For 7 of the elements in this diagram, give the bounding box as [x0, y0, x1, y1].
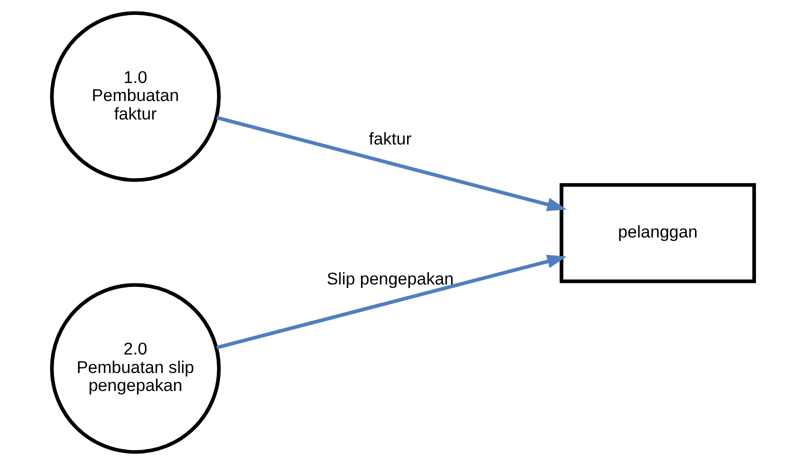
edge-label: Slip pengepakan	[326, 270, 454, 289]
node-box: pelanggan	[560, 183, 756, 284]
node-circle: 1.0 Pembuatan faktur	[50, 11, 221, 182]
arrow	[216, 254, 567, 350]
arrow	[216, 116, 567, 212]
edge-label: faktur	[368, 129, 412, 148]
node-circle: 2.0 Pembuatan slip pengepakan	[50, 283, 221, 454]
